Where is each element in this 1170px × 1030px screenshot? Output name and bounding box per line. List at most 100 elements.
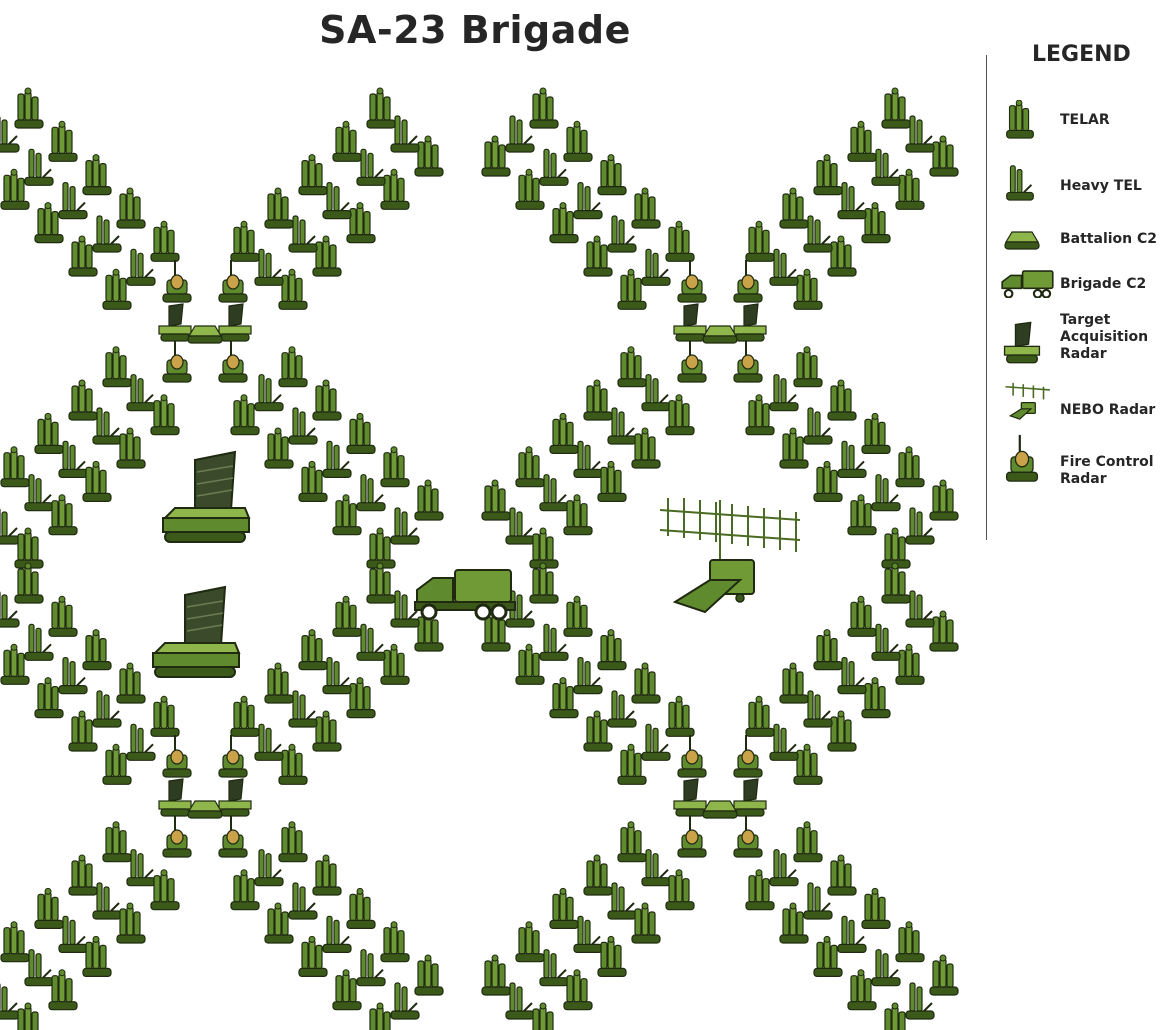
fire-control-radar xyxy=(163,340,191,382)
target-acquisition-radar-large xyxy=(153,587,239,677)
heavy-tel xyxy=(25,950,53,986)
telar xyxy=(367,563,395,603)
telar xyxy=(49,596,77,636)
fire-control-radar xyxy=(678,815,706,857)
telar xyxy=(69,855,97,895)
fire-control-radar xyxy=(219,735,247,777)
heavy-tel xyxy=(574,441,602,477)
legend-item-battalion-c2: Battalion C2 xyxy=(1000,228,1168,252)
telar xyxy=(15,528,43,568)
heavy-tel xyxy=(540,475,568,511)
telar xyxy=(35,413,63,453)
heavy-tel xyxy=(127,375,155,411)
telar xyxy=(381,922,409,962)
telar xyxy=(530,88,558,128)
telar xyxy=(482,136,510,176)
heavy-tel xyxy=(608,883,636,919)
heavy-tel xyxy=(506,508,534,544)
fire-control-radar xyxy=(678,340,706,382)
telar xyxy=(231,221,259,261)
telar xyxy=(598,461,626,501)
telar xyxy=(632,188,660,228)
telar xyxy=(231,870,259,910)
telar xyxy=(347,203,375,243)
telar xyxy=(333,970,361,1010)
telar xyxy=(151,395,179,435)
target-acquisition-radar-large xyxy=(163,452,249,542)
telar xyxy=(746,395,774,435)
telar xyxy=(117,663,145,703)
telar xyxy=(367,528,395,568)
telar xyxy=(279,269,307,309)
target-acquisition-radar xyxy=(734,779,766,816)
telar xyxy=(313,236,341,276)
telar xyxy=(516,922,544,962)
heavy-tel xyxy=(0,508,19,544)
telar xyxy=(69,380,97,420)
telar xyxy=(862,413,890,453)
fire-control-radar xyxy=(734,735,762,777)
fire-control-radar xyxy=(678,735,706,777)
telar xyxy=(313,380,341,420)
legend-item-target-acquisition-radar: Target Acquisition Radar xyxy=(1000,310,1168,370)
heavy-tel xyxy=(506,983,534,1019)
telar xyxy=(814,936,842,976)
telar xyxy=(896,447,924,487)
telar xyxy=(530,528,558,568)
legend-label-battalion-c2: Battalion C2 xyxy=(1060,231,1157,248)
telar xyxy=(279,347,307,387)
brigade-diagram xyxy=(0,70,960,1030)
telar xyxy=(930,611,958,651)
telar xyxy=(930,480,958,520)
fire-control-radar xyxy=(219,260,247,302)
telar xyxy=(584,236,612,276)
telar xyxy=(117,188,145,228)
brigade-c2-icon xyxy=(1000,270,1056,298)
battalion-c2 xyxy=(703,326,737,343)
telar xyxy=(746,221,774,261)
telar xyxy=(862,678,890,718)
telar xyxy=(564,495,592,535)
telar xyxy=(516,447,544,487)
heavy-tel xyxy=(608,408,636,444)
target-acquisition-radar xyxy=(219,304,251,341)
telar xyxy=(848,970,876,1010)
telar xyxy=(83,461,111,501)
telar xyxy=(598,630,626,670)
target-acquisition-radar xyxy=(734,304,766,341)
target-acquisition-radar xyxy=(674,779,706,816)
telar xyxy=(482,955,510,995)
telar xyxy=(49,970,77,1010)
telar xyxy=(265,188,293,228)
heavy-tel xyxy=(59,916,87,952)
fire-control-radar xyxy=(219,340,247,382)
page-title: SA-23 Brigade xyxy=(0,8,950,52)
telar xyxy=(49,121,77,161)
telar xyxy=(381,169,409,209)
telar xyxy=(862,888,890,928)
telar xyxy=(618,744,646,784)
telar xyxy=(381,644,409,684)
telar xyxy=(828,380,856,420)
telar xyxy=(564,970,592,1010)
fire-control-radar-icon xyxy=(1000,432,1044,484)
telar xyxy=(313,711,341,751)
telar xyxy=(231,395,259,435)
telar xyxy=(15,88,43,128)
telar xyxy=(746,870,774,910)
telar xyxy=(584,380,612,420)
legend-label-fire-control-radar: Fire Control Radar xyxy=(1060,454,1154,488)
telar xyxy=(848,121,876,161)
telar xyxy=(83,630,111,670)
telar-icon xyxy=(1000,100,1040,140)
telar xyxy=(103,269,131,309)
telar xyxy=(333,121,361,161)
fire-control-radar xyxy=(163,735,191,777)
heavy-tel xyxy=(0,983,19,1019)
target-acquisition-radar xyxy=(674,304,706,341)
telar xyxy=(49,495,77,535)
telar xyxy=(882,563,910,603)
telar xyxy=(15,1003,43,1030)
fire-control-radar xyxy=(163,260,191,302)
telar xyxy=(1,922,29,962)
